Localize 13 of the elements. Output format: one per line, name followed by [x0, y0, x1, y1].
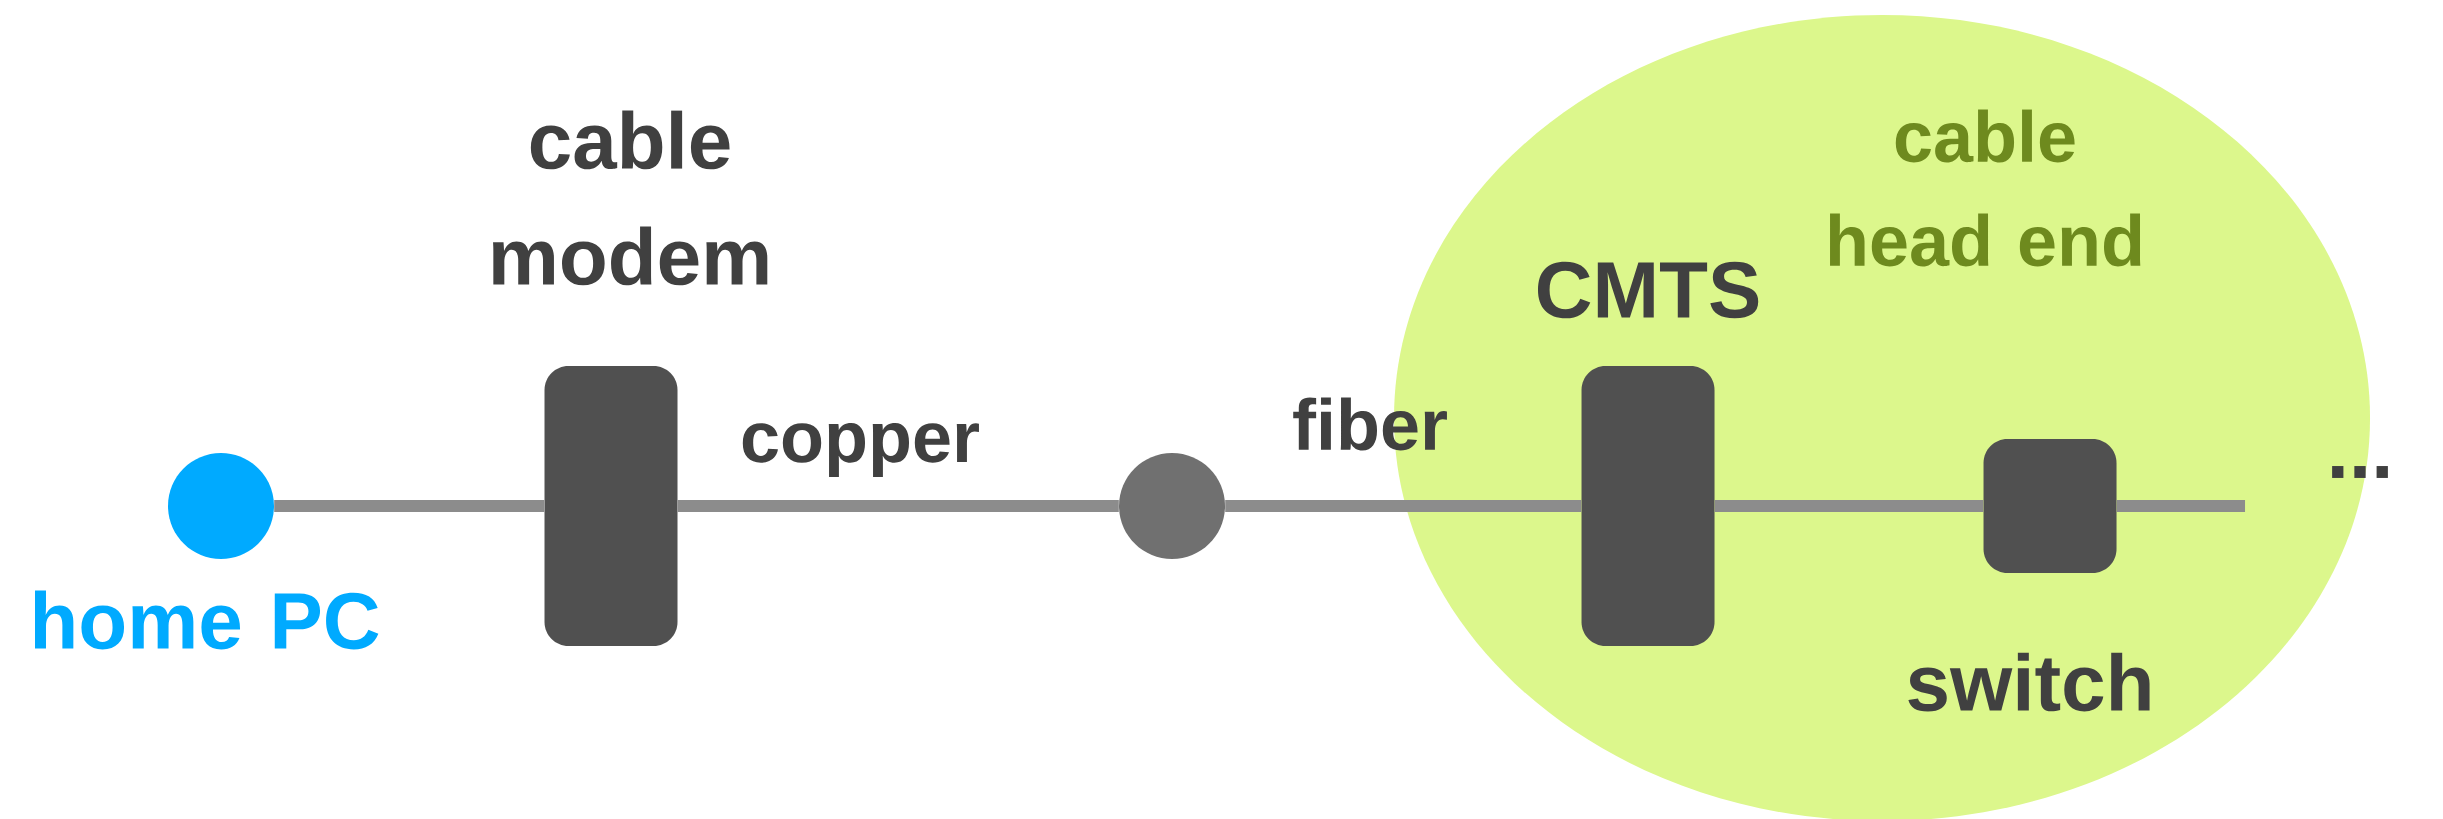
node-label: cable modem	[493, 110, 768, 286]
cable-line	[2116, 500, 2246, 512]
cable-line	[274, 500, 545, 512]
device-box: CMTS	[1538, 261, 1759, 646]
device-circle	[1119, 453, 1225, 559]
node-label: CMTS	[1537, 261, 1759, 319]
device-box: switch	[1908, 439, 2150, 712]
cable-line	[677, 500, 1119, 512]
cable-line	[1714, 500, 1984, 512]
node-label: home PC	[35, 590, 379, 650]
edge-label: copper	[742, 423, 979, 477]
cable-line	[1225, 500, 1582, 512]
node-label: switch	[1908, 652, 2150, 712]
